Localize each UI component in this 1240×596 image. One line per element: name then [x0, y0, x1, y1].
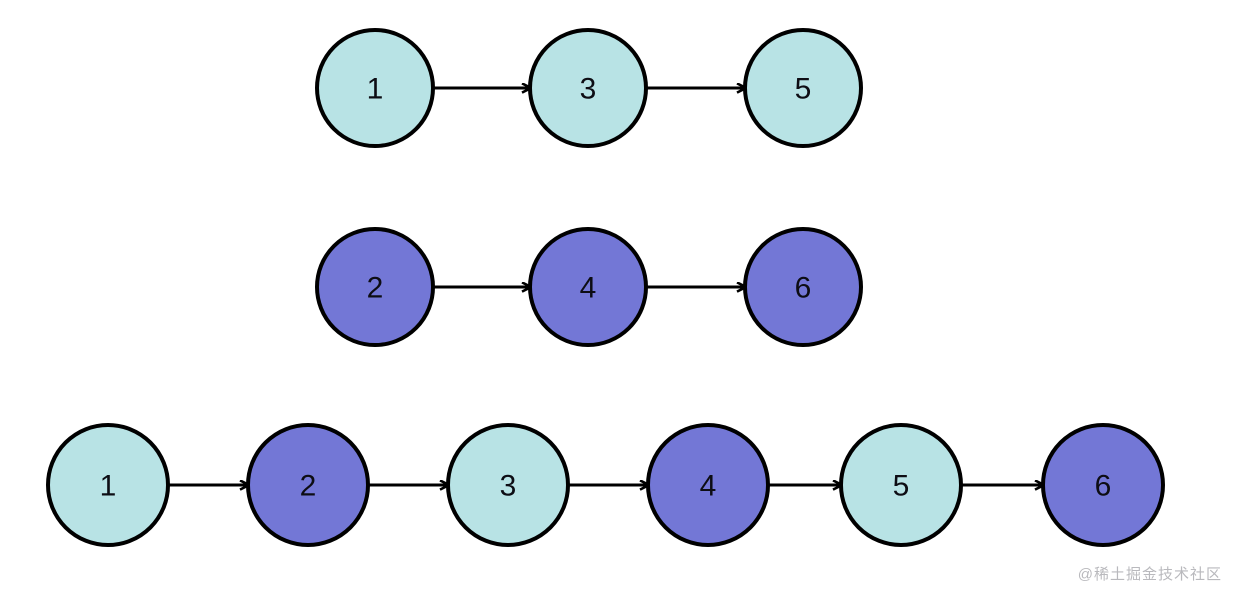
- node-circle: [246, 423, 370, 547]
- node-circle: [528, 28, 648, 148]
- node-circle: [446, 423, 570, 547]
- node-even-list-6[interactable]: 6: [743, 227, 863, 347]
- node-circle: [646, 423, 770, 547]
- node-merged-list-1[interactable]: 1: [46, 423, 170, 547]
- node-label: 2: [367, 272, 384, 305]
- node-merged-list-5[interactable]: 5: [839, 423, 963, 547]
- node-circle: [315, 28, 435, 148]
- node-circle: [315, 227, 435, 347]
- node-circle: [743, 227, 863, 347]
- node-even-list-2[interactable]: 2: [315, 227, 435, 347]
- node-circle: [528, 227, 648, 347]
- node-merged-list-3[interactable]: 3: [446, 423, 570, 547]
- node-odd-list-3[interactable]: 3: [528, 28, 648, 148]
- nodes-layer: 1 3 5 2 4 6 1 2 3 4 5 6: [46, 28, 1165, 547]
- edges-layer: [168, 88, 1043, 485]
- node-label: 1: [100, 470, 117, 503]
- node-even-list-4[interactable]: 4: [528, 227, 648, 347]
- node-circle: [1041, 423, 1165, 547]
- node-label: 6: [795, 272, 812, 305]
- node-label: 1: [367, 73, 384, 106]
- node-merged-list-4[interactable]: 4: [646, 423, 770, 547]
- node-circle: [46, 423, 170, 547]
- node-label: 2: [300, 470, 317, 503]
- node-odd-list-1[interactable]: 1: [315, 28, 435, 148]
- node-label: 4: [700, 470, 717, 503]
- node-merged-list-2[interactable]: 2: [246, 423, 370, 547]
- node-label: 6: [1095, 470, 1112, 503]
- node-circle: [743, 28, 863, 148]
- node-label: 5: [795, 73, 812, 106]
- node-label: 3: [580, 73, 597, 106]
- node-merged-list-6[interactable]: 6: [1041, 423, 1165, 547]
- node-label: 3: [500, 470, 517, 503]
- node-circle: [839, 423, 963, 547]
- node-odd-list-5[interactable]: 5: [743, 28, 863, 148]
- node-label: 4: [580, 272, 597, 305]
- node-label: 5: [893, 470, 910, 503]
- watermark-label: @稀土掘金技术社区: [1077, 566, 1222, 583]
